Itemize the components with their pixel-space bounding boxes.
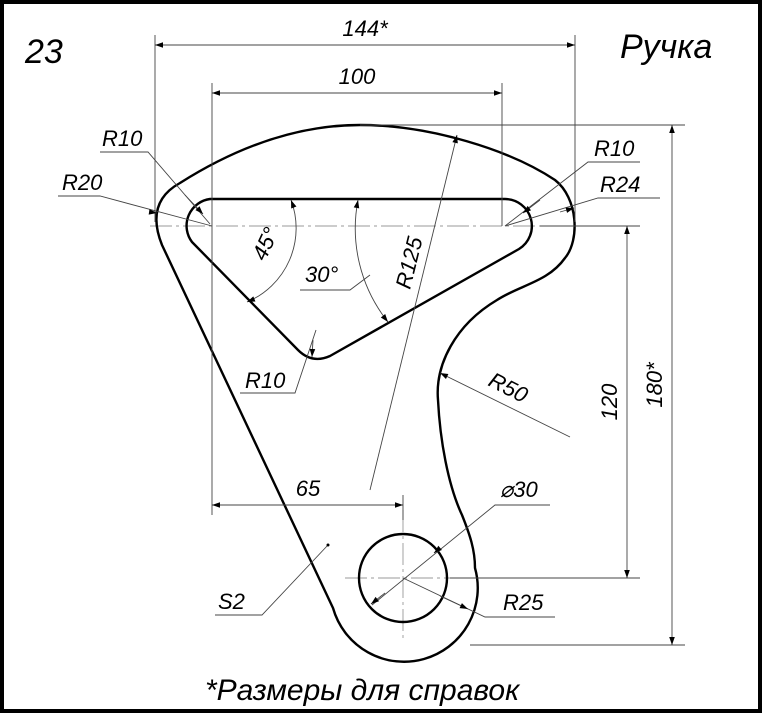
label-r125: R125 [391,233,428,291]
reference-dimensions-note: *Размеры для справок [205,674,521,707]
label-r24: R24 [600,172,640,197]
leader-r50 [439,372,571,438]
label-r10-right: R10 [594,136,635,161]
dim-label-100: 100 [339,64,376,89]
label-r20: R20 [62,170,103,195]
label-r50: R50 [485,367,533,408]
angle-arc-30 [353,199,389,323]
outer-contour [155,123,576,663]
label-diameter-30: ⌀30 [500,477,538,502]
inner-triangle-cutout [185,197,534,361]
dim-label-120: 120 [597,383,622,420]
dim-label-65: 65 [296,476,321,501]
dim-label-144: 144* [342,16,389,41]
label-r10-bottom: R10 [245,368,286,393]
label-angle-45: 45° [247,223,284,264]
label-angle-30: 30° [305,262,338,287]
label-thickness-s2: S2 [218,589,245,614]
round-hole [357,532,449,624]
sheet-number: 23 [24,33,63,71]
label-r25: R25 [503,590,544,615]
part-title: Ручка [620,28,712,66]
leader-r125 [369,134,458,491]
dim-label-180: 180* [642,361,667,408]
label-r10-left: R10 [102,126,143,151]
angle-arc-45 [246,199,297,303]
